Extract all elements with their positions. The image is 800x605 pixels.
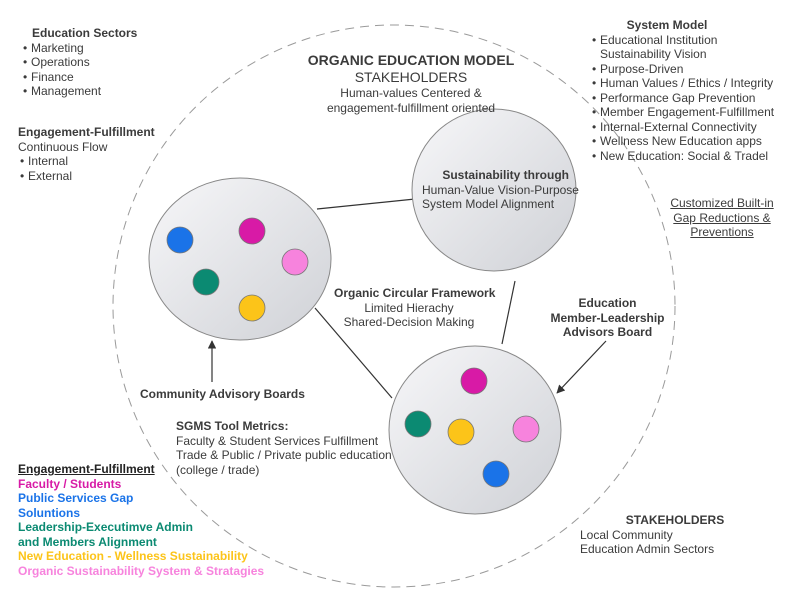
bottom-group-circle bbox=[388, 345, 562, 515]
dot-pink bbox=[281, 248, 309, 276]
title-line: Human-values Centered & bbox=[340, 86, 482, 100]
dot-magenta bbox=[460, 367, 488, 395]
sustainability-line: Human-Value Vision-Purpose bbox=[422, 182, 579, 197]
sustainability-circle bbox=[411, 108, 577, 272]
outer-dashed-circle bbox=[112, 24, 676, 588]
dot-yellow bbox=[447, 418, 475, 446]
engagement-flow-list: Internal External bbox=[20, 154, 155, 183]
dot-teal bbox=[192, 268, 220, 296]
customized-line: Gap Reductions & bbox=[673, 210, 771, 225]
dot-teal bbox=[404, 410, 432, 438]
stakeholders-line: Local Community bbox=[580, 527, 673, 542]
list-item: Human Values / Ethics / Integrity bbox=[592, 76, 774, 91]
title-heading: ORGANIC EDUCATION MODEL bbox=[307, 52, 515, 68]
sgms-heading: SGMS Tool Metrics: bbox=[176, 419, 289, 433]
legend-line: Leadership-Executimve Admin bbox=[18, 520, 193, 534]
sgms-line: (college / trade) bbox=[176, 462, 260, 477]
left-group-circle bbox=[148, 177, 332, 341]
legend-line: and Members Alignment bbox=[18, 534, 157, 549]
framework-line: Limited Hierachy bbox=[364, 300, 454, 315]
education-sectors: Education Sectors Marketing Operations F… bbox=[31, 26, 138, 99]
stakeholders-bottom: STAKEHOLDERS Local Community Education A… bbox=[580, 513, 750, 557]
customized-gap-label: Customized Built-in Gap Reductions & Pre… bbox=[662, 196, 782, 240]
list-item: External bbox=[20, 169, 155, 184]
engagement-flow-subheading: Continuous Flow bbox=[18, 139, 108, 154]
legend-entry-faculty-students: Faculty / Students bbox=[18, 477, 264, 492]
sgms-metrics: SGMS Tool Metrics: Faculty & Student Ser… bbox=[176, 419, 392, 477]
engagement-flow: Engagement-Fulfillment Continuous Flow I… bbox=[18, 125, 155, 183]
list-item: Purpose-Driven bbox=[592, 62, 774, 77]
sustainability-line: System Model Alignment bbox=[422, 197, 555, 211]
framework-heading: Organic Circular Framework bbox=[334, 286, 496, 300]
advisors-line: Education bbox=[578, 296, 637, 310]
list-item: Operations bbox=[23, 55, 137, 70]
connector-left-top bbox=[316, 198, 416, 210]
system-model: System Model Educational Institution Sus… bbox=[592, 18, 774, 163]
list-item: Performance Gap Prevention bbox=[592, 91, 774, 106]
dot-yellow bbox=[238, 294, 266, 322]
education-sectors-list: Marketing Operations Finance Management bbox=[23, 41, 137, 99]
legend-entry-organic-sustainability: Organic Sustainability System & Stratagi… bbox=[18, 564, 264, 579]
advisors-line: Member-Leadership bbox=[550, 310, 665, 325]
dot-blue bbox=[166, 226, 194, 254]
legend-line: Faculty / Students bbox=[18, 476, 122, 491]
system-model-list: Educational Institution Sustainability V… bbox=[592, 33, 774, 164]
advisors-line: Advisors Board bbox=[562, 325, 653, 339]
list-item: Member Engagement-Fulfillment bbox=[592, 105, 774, 120]
sustainability-label: Sustainability through Human-Value Visio… bbox=[422, 168, 579, 212]
stakeholders-heading: STAKEHOLDERS bbox=[625, 513, 725, 527]
list-item-text: Educational Institution Sustainability V… bbox=[600, 32, 718, 62]
dot-magenta bbox=[238, 217, 266, 245]
list-item: New Education: Social & Tradel bbox=[592, 149, 774, 164]
list-item: Internal bbox=[20, 154, 155, 169]
stakeholders-line: Education Admin Sectors bbox=[580, 542, 715, 556]
legend-line: Public Services Gap bbox=[18, 491, 134, 505]
list-item: Wellness New Education apps bbox=[592, 134, 774, 149]
list-item: Management bbox=[23, 84, 137, 99]
legend-line: New Education - Wellness Sustainability bbox=[18, 549, 248, 563]
sgms-line: Trade & Public / Private public educatio… bbox=[176, 448, 392, 462]
list-item: Internal-External Connectivity bbox=[592, 120, 774, 135]
color-legend: Engagement-Fulfillment Faculty / Student… bbox=[18, 462, 264, 578]
arrow-advisors-board bbox=[556, 340, 607, 394]
legend-entry-public-services: Public Services Gap Soluntions bbox=[18, 491, 264, 520]
title-line: engagement-fulfillment oriented bbox=[326, 100, 496, 115]
legend-line: Organic Sustainability System & Stratagi… bbox=[18, 563, 265, 578]
customized-line: Preventions bbox=[690, 225, 754, 239]
connector-top-bottom bbox=[501, 280, 516, 345]
community-boards-label: Community Advisory Boards bbox=[140, 387, 305, 401]
legend-line: Soluntions bbox=[18, 505, 80, 520]
sgms-line: Faculty & Student Services Fulfillment bbox=[176, 433, 379, 448]
customized-line: Customized Built-in bbox=[670, 196, 774, 210]
legend-entry-leadership: Leadership-Executimve Admin and Members … bbox=[18, 520, 264, 549]
connector-left-bottom bbox=[314, 307, 393, 399]
diagram-title: ORGANIC EDUCATION MODEL STAKEHOLDERS Hum… bbox=[286, 52, 536, 115]
legend-entry-new-education: New Education - Wellness Sustainability bbox=[18, 549, 264, 564]
dot-blue bbox=[482, 460, 510, 488]
framework-label: Organic Circular Framework Limited Hiera… bbox=[334, 286, 496, 330]
legend-heading: Engagement-Fulfillment bbox=[18, 462, 155, 476]
list-item: Marketing bbox=[23, 41, 137, 56]
sustainability-heading: Sustainability through bbox=[442, 168, 569, 182]
system-model-heading: System Model bbox=[626, 18, 708, 32]
list-item: Finance bbox=[23, 70, 137, 85]
education-sectors-heading: Education Sectors bbox=[32, 26, 138, 40]
framework-line: Shared-Decision Making bbox=[343, 315, 475, 329]
advisors-board-label: Education Member-Leadership Advisors Boa… bbox=[540, 296, 675, 340]
list-item: Educational Institution Sustainability V… bbox=[592, 33, 774, 62]
title-subheading: STAKEHOLDERS bbox=[354, 69, 468, 85]
dot-pink bbox=[512, 415, 540, 443]
engagement-flow-heading: Engagement-Fulfillment bbox=[18, 125, 155, 139]
